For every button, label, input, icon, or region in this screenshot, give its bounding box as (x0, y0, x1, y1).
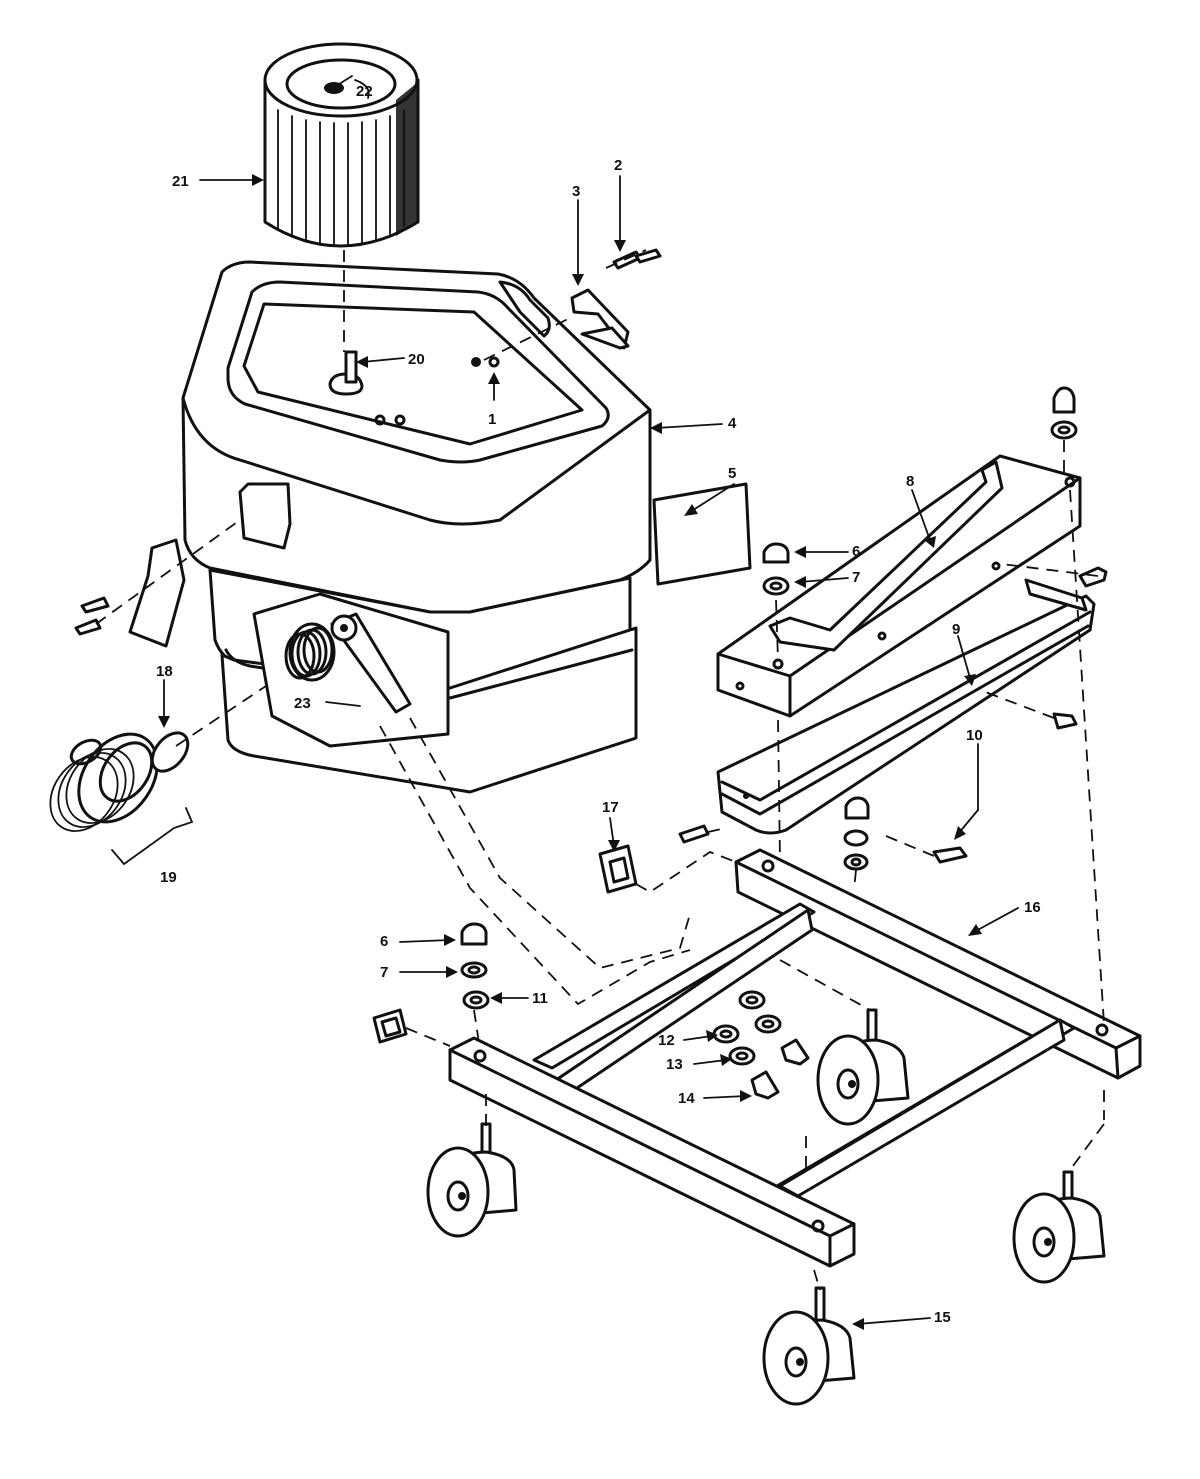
washer-11 (462, 990, 490, 1010)
callout-23: 23 (294, 695, 311, 712)
callout-1: 1 (488, 411, 496, 428)
caster-front-left (426, 1122, 518, 1238)
latch-right (570, 288, 630, 350)
acorn-nut-6-lower (460, 922, 488, 946)
washer-7-upper (762, 576, 790, 596)
caster-front (762, 1286, 856, 1406)
callout-11: 11 (532, 990, 548, 1007)
callout-7-lower: 7 (380, 964, 388, 981)
callout-4: 4 (728, 415, 737, 432)
callout-12: 12 (658, 1032, 675, 1049)
hose-connector (49, 732, 159, 832)
grommet-17 (598, 844, 638, 894)
dolly-frame (448, 848, 1142, 1268)
callout-9: 9 (952, 621, 960, 638)
handle (716, 454, 1082, 718)
label-plate (652, 482, 752, 586)
callout-20: 20 (408, 351, 425, 368)
callout-3: 3 (572, 183, 580, 200)
callout-5: 5 (728, 465, 736, 482)
callout-6-lower: 6 (380, 933, 388, 950)
tank-lid (181, 260, 652, 616)
caster-right (1012, 1170, 1106, 1284)
filter-cartridge (263, 42, 420, 248)
washer-7-lower (460, 961, 488, 979)
latch-left (74, 538, 186, 648)
assembly-dashed-lines (95, 249, 1105, 1291)
callout-19: 19 (160, 869, 177, 886)
filter-disc (150, 731, 190, 773)
callout-10: 10 (966, 727, 983, 744)
callout-7-upper: 7 (852, 569, 860, 586)
pin-10 (932, 846, 968, 864)
canister-body (208, 568, 638, 794)
callout-6-upper: 6 (852, 543, 860, 560)
wing-nuts-14 (750, 1038, 810, 1100)
leader-lines (158, 75, 1019, 1330)
callout-21: 21 (172, 173, 189, 190)
bracket-19 (111, 807, 194, 866)
callout-2: 2 (614, 157, 622, 174)
bolt-rail (1052, 712, 1078, 730)
callout-14: 14 (678, 1090, 695, 1107)
caster-back-middle (816, 1008, 910, 1126)
callout-16: 16 (1024, 899, 1041, 916)
callout-8: 8 (906, 473, 914, 490)
bolt-left-rail (678, 824, 710, 844)
acorn-nut-top (1050, 386, 1078, 440)
callout-15: 15 (934, 1309, 951, 1326)
nut-stack-right (843, 796, 870, 871)
washers-12-13 (712, 990, 782, 1066)
callout-13: 13 (666, 1056, 683, 1073)
bolt-right (1078, 566, 1108, 588)
callout-22: 22 (356, 83, 373, 100)
callout-labels: 1 2 3 4 5 6 7 8 9 10 6 7 11 12 13 14 15 … (156, 83, 1041, 1326)
callout-18: 18 (156, 663, 173, 680)
handle-rail (716, 578, 1096, 835)
acorn-nut-6-upper (762, 542, 790, 564)
grommet-left (372, 1008, 408, 1044)
screw-pair-top (612, 248, 662, 270)
callout-17: 17 (602, 799, 619, 816)
inlet-coil (284, 622, 336, 682)
